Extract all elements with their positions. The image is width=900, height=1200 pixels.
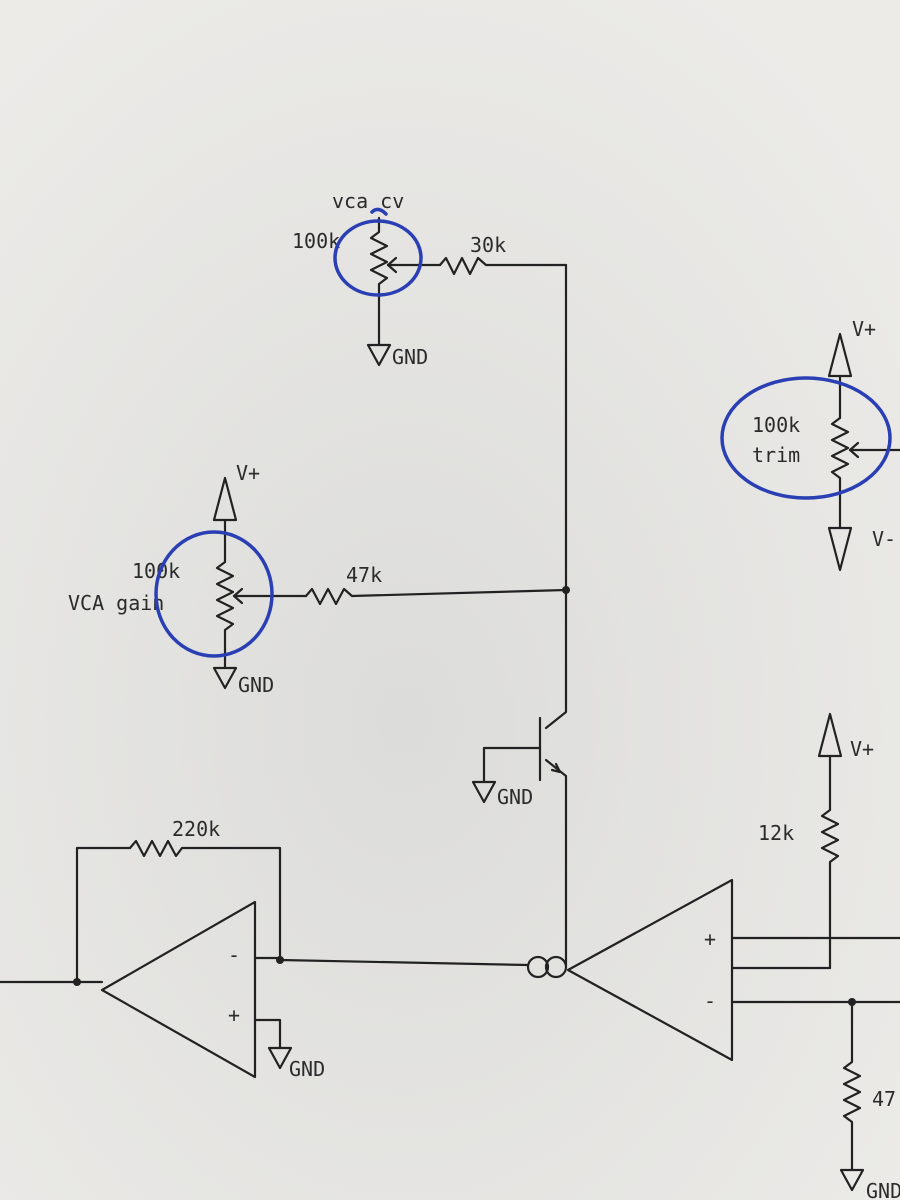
blue-ink-mark xyxy=(370,207,388,216)
gnd-label-gain: GND xyxy=(238,673,274,697)
blue-ink-circle-gain xyxy=(154,530,274,658)
ground-symbol xyxy=(366,343,392,367)
opamp1-plus: + xyxy=(228,1003,240,1027)
vplus-label-trim: V+ xyxy=(852,317,876,341)
ota: + - xyxy=(526,878,900,1062)
vminus-label-trim: V- xyxy=(872,527,896,551)
vminus-arrow-trim xyxy=(827,526,853,572)
emitter-wire xyxy=(544,758,568,967)
ota-minus: - xyxy=(704,989,716,1013)
resistor-47k: 47k xyxy=(304,563,568,606)
resistor-47k-label: 47k xyxy=(346,563,382,587)
vca-cv-label: vca cv xyxy=(332,189,404,213)
gnd-label-transistor: GND xyxy=(497,785,533,809)
vplus-label-gain: V+ xyxy=(236,461,260,485)
ota-current-circle-1 xyxy=(526,955,550,979)
resistor-30k-label: 30k xyxy=(470,233,506,257)
ota-triangle xyxy=(566,878,734,1062)
gnd-label-partial: GND xyxy=(866,1179,900,1200)
blue-ink-circle-cv xyxy=(333,219,423,297)
ground-symbol xyxy=(471,780,497,804)
resistor-12k: V+ 12k xyxy=(758,712,874,970)
gnd-label-cv: GND xyxy=(392,345,428,369)
ota-plus: + xyxy=(704,927,716,951)
trim-name: trim xyxy=(752,443,800,467)
output-to-ota-wire xyxy=(278,958,530,967)
base-wire xyxy=(482,746,542,784)
vca-cv-pot-value: 100k xyxy=(292,229,340,253)
collector-wire xyxy=(544,588,568,730)
trim-pot: V+ 100k trim V- xyxy=(752,317,900,572)
ground-symbol xyxy=(267,1046,293,1070)
emitter-arrow xyxy=(550,762,562,774)
ground-symbol xyxy=(212,666,238,690)
resistor-47-partial: 47 GND xyxy=(839,998,900,1200)
transistor: GND xyxy=(471,716,568,967)
trim-value: 100k xyxy=(752,413,800,437)
opamp-triangle xyxy=(100,900,257,1079)
vplus-label-12k: V+ xyxy=(850,737,874,761)
resistor-47-label: 47 xyxy=(872,1087,896,1111)
opamp1-minus: - xyxy=(228,943,240,967)
ground-symbol xyxy=(839,1168,865,1192)
ota-current-circle-2 xyxy=(544,955,568,979)
resistor-12k-label: 12k xyxy=(758,821,794,845)
blue-ink-circle-trim xyxy=(720,376,892,500)
resistor-30k: 30k xyxy=(438,233,568,276)
gnd-label-opamp1: GND xyxy=(289,1057,325,1081)
vca-cv-pot: vca cv 100k GND xyxy=(292,189,442,369)
opamp-inverting: 220k - + GND xyxy=(0,817,530,1081)
vca-gain-pot-name: VCA gain xyxy=(68,591,164,615)
resistor-220k-label: 220k xyxy=(172,817,220,841)
